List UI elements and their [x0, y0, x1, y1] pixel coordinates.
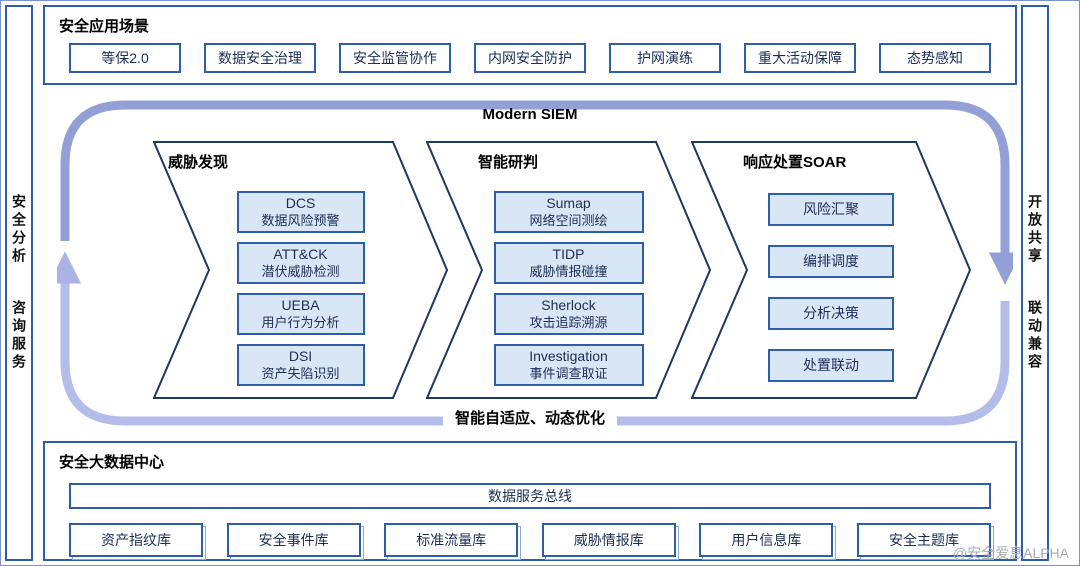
database-box: 安全事件库	[226, 523, 361, 557]
capability-desc: 数据风险预警	[261, 212, 340, 228]
capability-box: DCS 数据风险预警	[236, 191, 365, 233]
capability-desc: 资产失陷识别	[261, 365, 340, 381]
capability-name: Sumap	[546, 195, 591, 212]
scenario-box: 内网安全防护	[474, 43, 586, 73]
capability-desc: 用户行为分析	[261, 314, 340, 330]
database-box: 用户信息库	[699, 523, 834, 557]
capability-desc: 攻击追踪溯源	[529, 314, 608, 330]
database-box: 安全主题库	[856, 523, 991, 557]
stage-title: 智能研判	[478, 154, 539, 171]
scenario-box: 安全监管协作	[339, 43, 451, 73]
capability-name: Investigation	[529, 348, 608, 365]
watermark: @安全爱息ALPHA	[952, 545, 1069, 561]
scenario-box: 等保2.0	[69, 43, 181, 73]
scenario-box: 护网演练	[609, 43, 721, 73]
left-sidebar-label-2: 咨询服务	[11, 300, 27, 372]
adaptive-optimization-label: 智能自适应、动态优化	[43, 407, 1017, 428]
capability-desc: 网络空间测绘	[529, 212, 608, 228]
panel-application-scenarios: 安全应用场景 等保2.0 数据安全治理 安全监管协作 内网安全防护 护网演练 重…	[43, 5, 1017, 85]
capability-desc: 事件调查取证	[529, 365, 608, 381]
scenario-box: 态势感知	[879, 43, 991, 73]
capability-desc: 威胁情报碰撞	[529, 263, 608, 279]
data-service-bus: 数据服务总线	[69, 483, 991, 509]
capability-box: 分析决策	[768, 297, 894, 330]
capability-name: ATT&CK	[273, 246, 328, 263]
capability-box: 处置联动	[768, 349, 894, 382]
siem-loop-area: Modern SIEM 威胁发现 DCS 数据风险预警 ATT&CK 潜伏威胁检…	[43, 85, 1017, 441]
capability-box: Sumap 网络空间测绘	[493, 191, 644, 233]
capability-box: UEBA 用户行为分析	[236, 293, 365, 335]
capability-box: TIDP 威胁情报碰撞	[493, 242, 644, 284]
capability-name: Sherlock	[541, 297, 596, 314]
right-sidebar-label-2: 联动兼容	[1027, 300, 1043, 372]
capability-name: UEBA	[281, 297, 320, 314]
stage-response-soar: 响应处置SOAR 风险汇聚 编排调度 分析决策 处置联动	[691, 141, 971, 399]
database-box: 标准流量库	[384, 523, 519, 557]
right-sidebar-open-sharing: 开放共享 联动兼容	[1021, 5, 1049, 561]
database-row: 资产指纹库 安全事件库 标准流量库 威胁情报库 用户信息库 安全主题库	[45, 523, 1015, 557]
left-sidebar-label-1: 安全分析	[11, 194, 27, 266]
capability-name: DSI	[288, 348, 313, 365]
stage-item-list: DCS 数据风险预警 ATT&CK 潜伏威胁检测 UEBA 用户行为分析 DSI…	[153, 191, 448, 386]
capability-box: DSI 资产失陷识别	[236, 344, 365, 386]
database-box: 资产指纹库	[69, 523, 203, 557]
panel-title-application-scenarios: 安全应用场景	[59, 18, 150, 35]
capability-name: DCS	[285, 195, 316, 212]
stage-title: 响应处置SOAR	[743, 154, 847, 171]
panel-title-big-data-center: 安全大数据中心	[59, 454, 165, 471]
stage-threat-discovery: 威胁发现 DCS 数据风险预警 ATT&CK 潜伏威胁检测 UEBA 用户行为分…	[153, 141, 448, 399]
panel-big-data-center: 安全大数据中心 数据服务总线 资产指纹库 安全事件库 标准流量库 威胁情报库 用…	[43, 441, 1017, 561]
database-box: 威胁情报库	[541, 523, 676, 557]
capability-desc: 潜伏威胁检测	[261, 263, 340, 279]
scenario-row: 等保2.0 数据安全治理 安全监管协作 内网安全防护 护网演练 重大活动保障 态…	[45, 43, 1015, 73]
scenario-box: 数据安全治理	[204, 43, 316, 73]
left-sidebar-security-analysis: 安全分析 咨询服务	[5, 5, 33, 561]
capability-box: ATT&CK 潜伏威胁检测	[236, 242, 365, 284]
stage-intelligent-analysis: 智能研判 Sumap 网络空间测绘 TIDP 威胁情报碰撞 Sherlock 攻…	[426, 141, 711, 399]
capability-name: TIDP	[552, 246, 585, 263]
siem-title: Modern SIEM	[482, 106, 578, 123]
stage-item-list: 风险汇聚 编排调度 分析决策 处置联动	[691, 193, 971, 382]
stage-title: 威胁发现	[168, 154, 229, 171]
capability-box: Investigation 事件调查取证	[493, 344, 644, 386]
capability-box: 风险汇聚	[768, 193, 894, 226]
capability-box: Sherlock 攻击追踪溯源	[493, 293, 644, 335]
diagram-center-column: 安全应用场景 等保2.0 数据安全治理 安全监管协作 内网安全防护 护网演练 重…	[43, 5, 1017, 561]
capability-box: 编排调度	[768, 245, 894, 278]
adaptive-optimization-text: 智能自适应、动态优化	[442, 409, 617, 428]
right-sidebar-label-1: 开放共享	[1027, 194, 1043, 266]
stage-item-list: Sumap 网络空间测绘 TIDP 威胁情报碰撞 Sherlock 攻击追踪溯源…	[426, 191, 711, 386]
scenario-box: 重大活动保障	[744, 43, 856, 73]
